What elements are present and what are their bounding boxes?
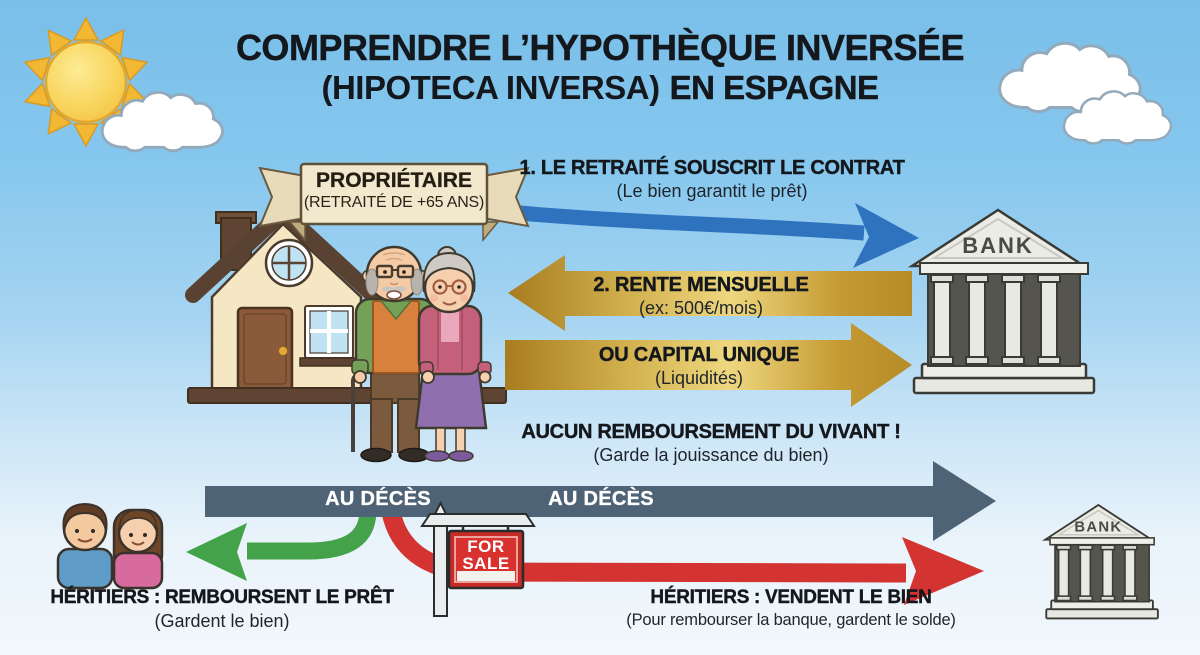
step3-subtitle: (Garde la jouissance du bien): [593, 445, 829, 465]
heirs-repay-arrow: [186, 511, 377, 581]
heir-woman: [112, 508, 164, 590]
step2b-title: OU CAPITAL UNIQUE: [598, 344, 800, 366]
step2-subtitle: (ex: 500€/mois): [638, 298, 764, 318]
for-sale-line1: FOR: [467, 537, 504, 556]
contract-arrow: [497, 203, 919, 268]
step1-title: 1. LE RETRAITÉ SOUSCRIT LE CONTRAT: [519, 157, 905, 179]
step1-subtitle: (Le bien garantit le prêt): [616, 181, 808, 201]
step2b-subtitle: (Liquidités): [654, 368, 744, 388]
elderly-man: [350, 245, 439, 463]
owner-banner-subtitle: (RETRAITÉ DE +65 ANS): [303, 194, 485, 211]
death-label-left: AU DÉCÈS: [325, 488, 431, 510]
bank-small-label: BANK: [1074, 520, 1122, 536]
outcome-sell-subtitle: (Pour rembourser la banque, gardent le s…: [626, 611, 956, 629]
owner-banner-ribbon: [258, 162, 530, 243]
sun-icon: [23, 16, 149, 148]
death-arrow: [205, 461, 996, 541]
heir-man: [56, 502, 114, 590]
page-title-line2-bold: EN ESPAGNE: [669, 69, 879, 106]
owner-banner-title: PROPRIÉTAIRE: [316, 169, 472, 192]
elderly-woman: [414, 246, 492, 462]
bank-building-main: BANK: [907, 208, 1096, 395]
page-title-line1: COMPRENDRE L’HYPOTHÈQUE INVERSÉE: [235, 27, 965, 68]
outcome-sell-title: HÉRITIERS : VENDENT LE BIEN: [650, 587, 932, 608]
capital-arrow: [505, 323, 912, 407]
rente-arrow: [508, 255, 912, 331]
step2-title: 2. RENTE MENSUELLE: [593, 274, 809, 296]
elderly-couple-illustration: [350, 245, 492, 463]
death-label-right: AU DÉCÈS: [548, 488, 654, 510]
for-sale-sign: FOR SALE: [420, 500, 536, 617]
page-title-line2: (HIPOTECA INVERSA)EN ESPAGNE: [321, 69, 879, 107]
step3-title: AUCUN REMBOURSEMENT DU VIVANT !: [521, 421, 901, 443]
page-title-line2-regular: (HIPOTECA INVERSA): [321, 69, 660, 106]
for-sale-line2: SALE: [462, 554, 509, 573]
outcome-repay-title: HÉRITIERS : REMBOURSENT LE PRÊT: [50, 587, 394, 608]
outcome-repay-subtitle: (Gardent le bien): [154, 611, 290, 631]
heirs-illustration: [56, 502, 164, 590]
bank-main-label: BANK: [962, 233, 1034, 258]
bank-building-small: BANK: [1041, 503, 1159, 620]
